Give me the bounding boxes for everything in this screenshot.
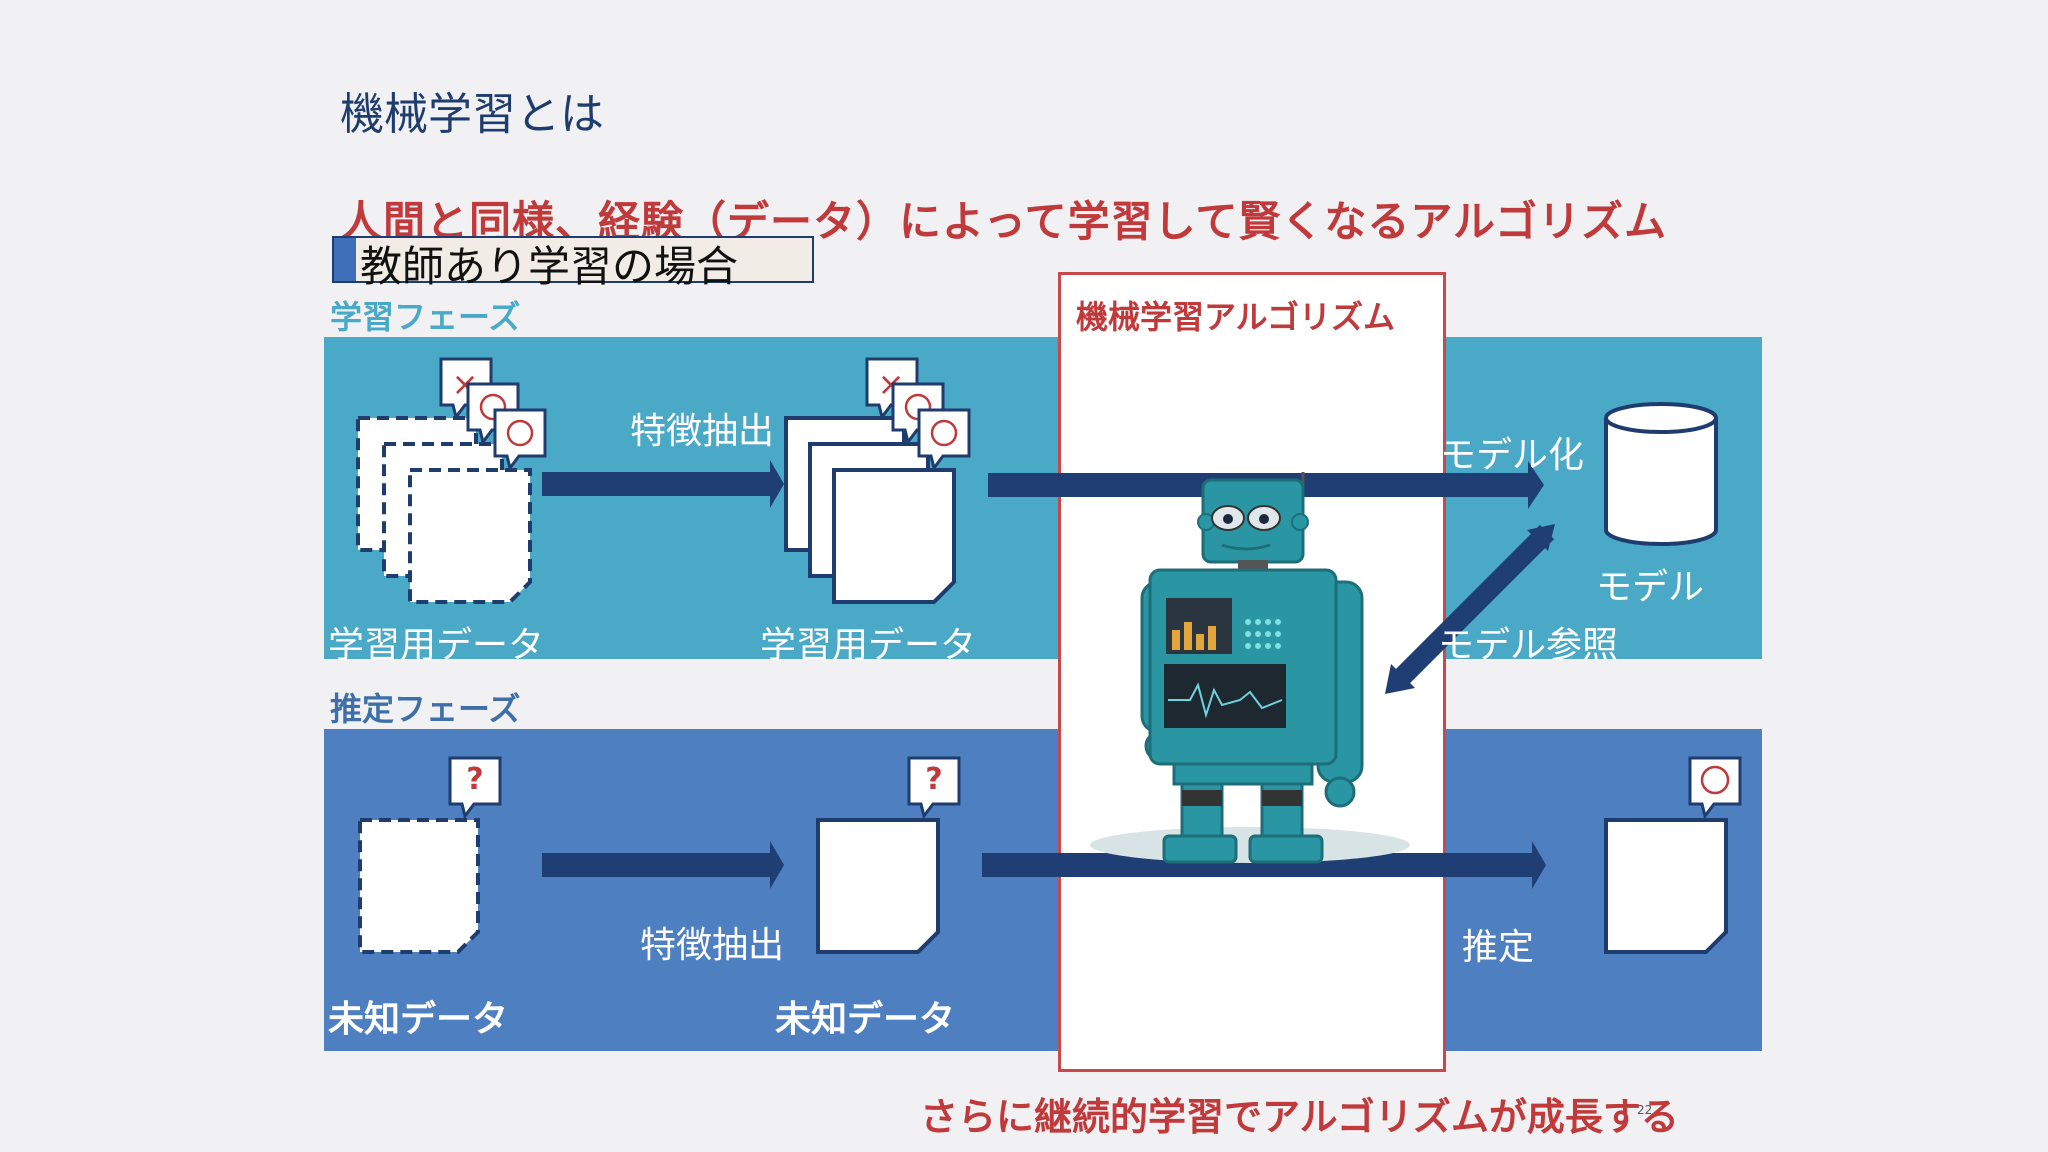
- training-phase-band: [324, 337, 1762, 659]
- training-features-label: 学習用データ: [760, 625, 977, 666]
- model-reference-arrow: [1385, 524, 1555, 694]
- page-number: 22: [1637, 1103, 1653, 1117]
- unknown-feature-doc: ?: [816, 756, 961, 954]
- estimation-phase-band: [324, 729, 1762, 1051]
- model-reference-label: モデル参照: [1438, 625, 1619, 666]
- feature-extraction-label-estimation: 特徴抽出: [640, 925, 785, 966]
- question-mark: ?: [925, 762, 942, 797]
- unknown-data-doc: ?: [358, 756, 502, 954]
- footer-message: さらに継続的学習でアルゴリズムが成長する: [920, 1095, 1679, 1139]
- model-label: モデル: [1596, 567, 1705, 608]
- feature-extraction-arrow-training: [542, 460, 784, 508]
- training-data-stack: [356, 416, 532, 604]
- model-cylinder: [1604, 402, 1718, 546]
- case-marker: [334, 238, 356, 281]
- estimation-phase-label: 推定フェーズ: [330, 690, 521, 728]
- case-label-box: 教師あり学習の場合: [332, 236, 814, 291]
- training-data-label: 学習用データ: [328, 625, 545, 666]
- slide-title: 機械学習とは: [340, 89, 604, 140]
- modeling-label: モデル化: [1440, 435, 1585, 476]
- question-mark: ?: [466, 762, 483, 797]
- algorithm-title: 機械学習アルゴリズム: [1076, 298, 1396, 336]
- robot-illustration: [1090, 472, 1410, 864]
- label-bubbles-raw: ×: [439, 357, 547, 472]
- estimate-label: 推定: [1462, 927, 1535, 968]
- feature-extraction-label-training: 特徴抽出: [630, 411, 775, 452]
- training-phase-label: 学習フェーズ: [330, 298, 521, 336]
- feature-extraction-arrow-estimation: [542, 841, 784, 889]
- unknown-features-label: 未知データ: [775, 999, 956, 1040]
- label-bubbles-features: ×: [865, 357, 971, 472]
- unknown-data-label: 未知データ: [328, 999, 509, 1040]
- result-doc: [1604, 756, 1742, 954]
- training-feature-stack: [784, 416, 956, 604]
- case-label: 教師あり学習の場合: [360, 242, 739, 291]
